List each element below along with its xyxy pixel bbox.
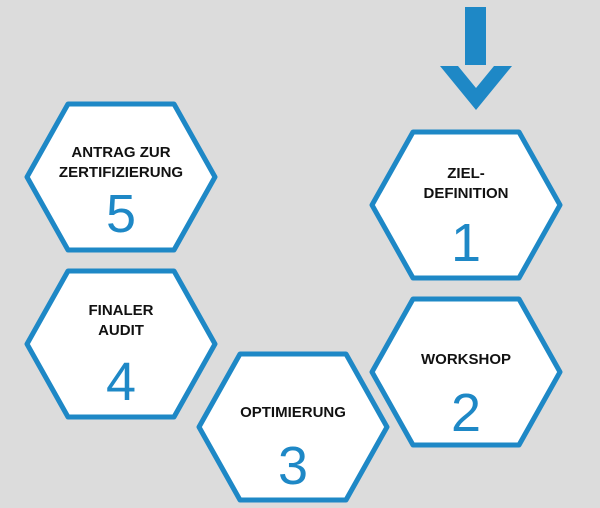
hexagon-step-4 xyxy=(24,268,218,420)
arrow-down-icon xyxy=(440,7,512,110)
step-4-number: 4 xyxy=(105,352,137,412)
step-5-label: ANTRAG ZUR ZERTIFIZIERUNG xyxy=(58,144,184,181)
step-1-label: ZIEL- DEFINITION xyxy=(423,165,509,202)
step-5-number: 5 xyxy=(105,184,137,244)
step-3-label: OPTIMIERUNG xyxy=(240,404,346,421)
hexagon-step-2 xyxy=(369,296,563,448)
hexagon-step-3 xyxy=(196,351,390,503)
step-2-number: 2 xyxy=(450,383,482,443)
step-1-number: 1 xyxy=(450,213,482,273)
step-3-number: 3 xyxy=(277,436,309,496)
hexagon-step-5 xyxy=(24,101,218,253)
step-2-label: WORKSHOP xyxy=(421,351,511,368)
step-4-label: FINALER AUDIT xyxy=(88,302,154,339)
hexagon-step-1 xyxy=(369,129,563,281)
